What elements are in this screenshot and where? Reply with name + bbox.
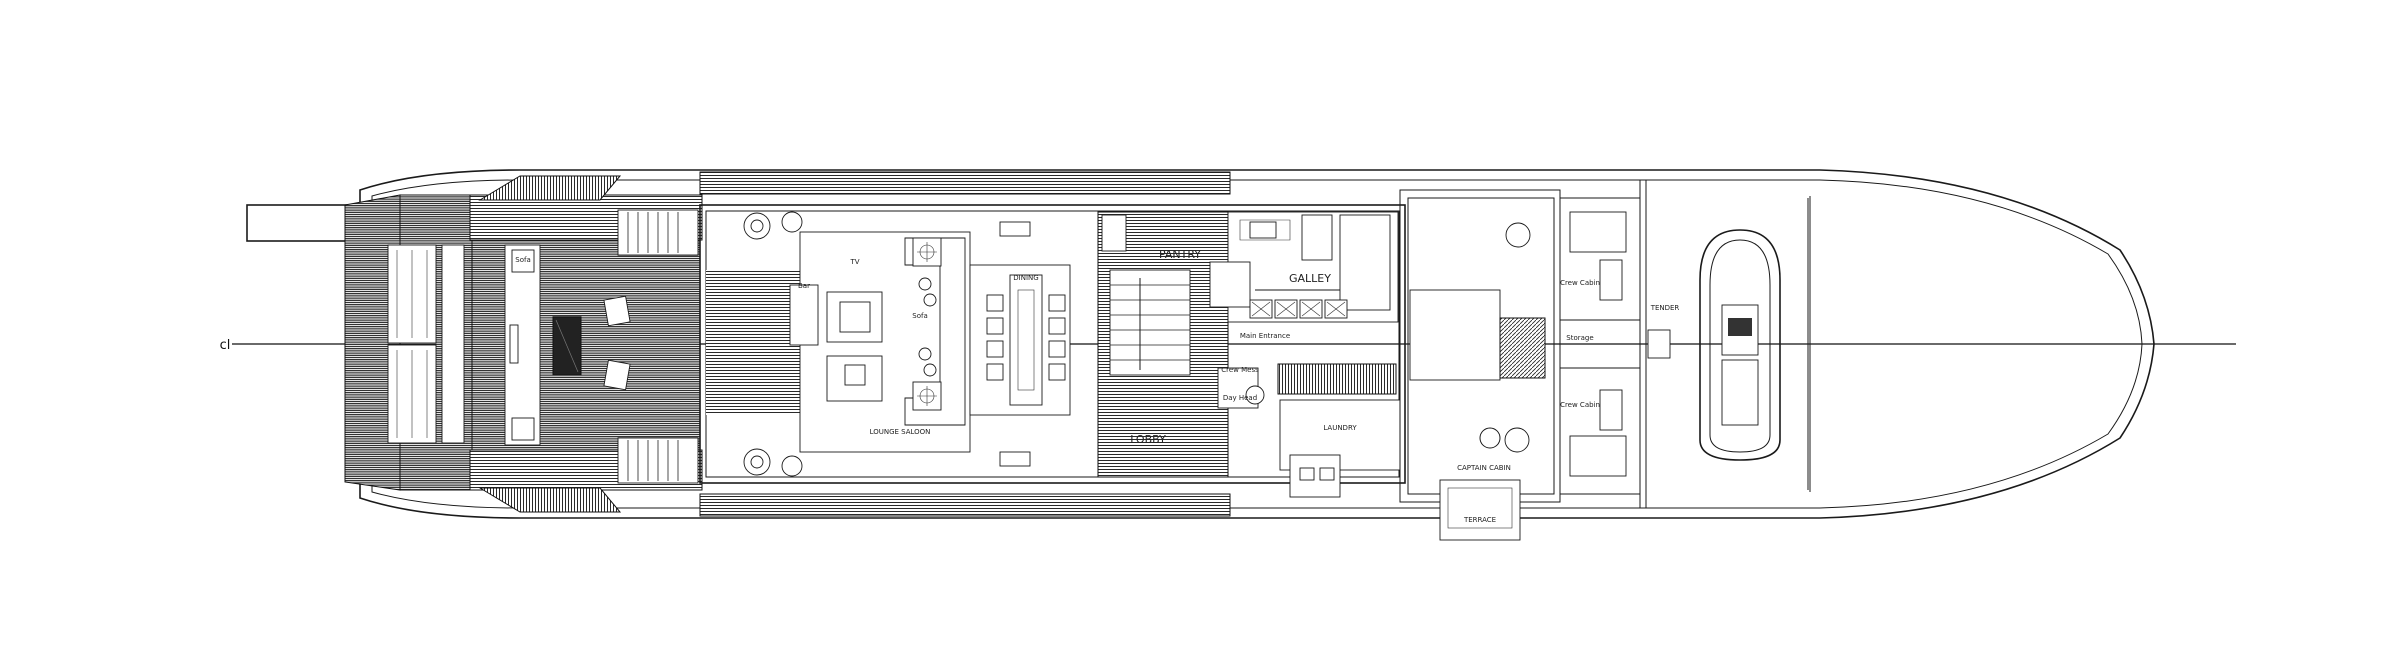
sofa-label: Sofa — [912, 312, 927, 320]
captain-cabin-label: CAPTAIN CABIN — [1457, 464, 1511, 472]
terrace: TERRACE — [1439, 479, 1521, 541]
side-decks — [478, 171, 1231, 517]
centerline-label: cl — [220, 338, 231, 353]
crew-cabins: Crew Cabin Crew Cabin Storage — [1559, 197, 1641, 495]
aft-chair — [603, 359, 631, 391]
pantry-label: PANTRY — [1159, 248, 1201, 261]
crew-cabin-label: Crew Cabin — [1560, 279, 1600, 287]
armchair — [912, 237, 942, 411]
laundry-label: LAUNDRY — [1323, 424, 1357, 432]
dining-label: DINING — [1013, 274, 1038, 282]
main-entrance-label: Main Entrance — [1240, 332, 1290, 340]
day-head-label: Day Head — [1223, 394, 1257, 402]
saloon-label: LOUNGE SALOON — [870, 428, 931, 436]
tender-label: TENDER — [1650, 304, 1680, 312]
aft-chair — [603, 295, 631, 327]
storage-label: Storage — [1566, 334, 1593, 342]
stairs-aft-stbd — [617, 437, 803, 484]
bar-label: Bar — [798, 282, 810, 290]
galley: PANTRY GALLEY — [1159, 211, 1399, 323]
terrace-label: TERRACE — [1463, 516, 1496, 524]
crew-area: Crew Mess Day Head LAUNDRY — [1217, 363, 1401, 498]
dining: DINING — [969, 221, 1071, 467]
galley-label: GALLEY — [1289, 272, 1331, 285]
aft-sunpad — [387, 244, 465, 444]
aft-sofa: Sofa — [504, 244, 541, 446]
lobby-label: LOBBY — [1130, 433, 1166, 446]
crew-cabin-label: Crew Cabin — [1560, 401, 1600, 409]
captain-cabin: CAPTAIN CABIN — [1399, 189, 1561, 503]
tender: TENDER — [1647, 229, 1781, 461]
crew-mess-label: Crew Mess — [1221, 366, 1259, 374]
tv-label: TV — [849, 258, 859, 266]
aft-sofa-label: Sofa — [515, 256, 530, 264]
lounge-saloon: Bar Sofa TV LOUNGE SALOON — [789, 231, 971, 453]
stairs-aft-port — [617, 209, 803, 256]
lobby: LOBBY Main Entrance — [1097, 211, 1290, 478]
